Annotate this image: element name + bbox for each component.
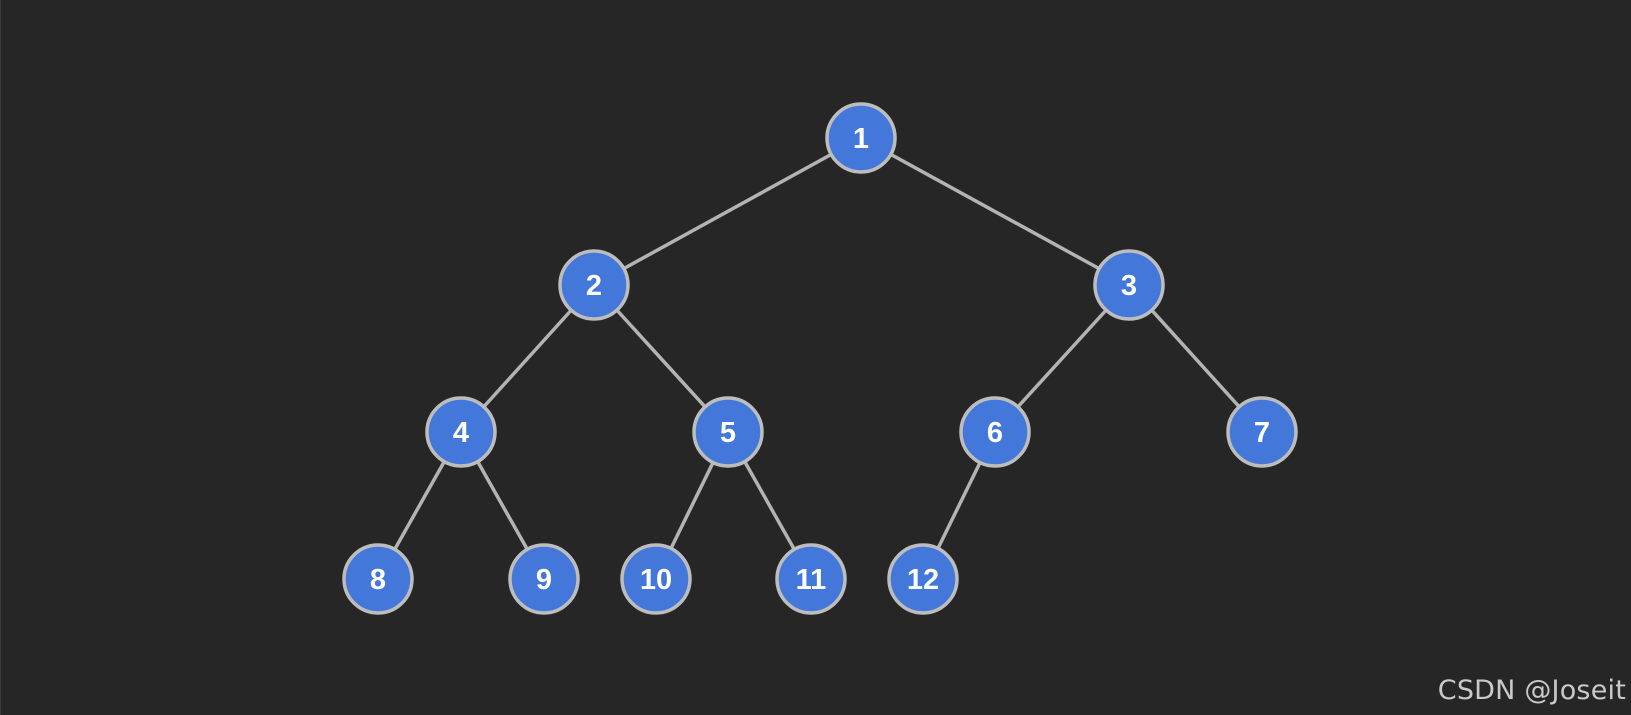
node-circle: [692, 396, 764, 468]
edge-1-3: [859, 136, 1131, 287]
node-label: 12: [907, 564, 939, 596]
node-label: 1: [853, 123, 869, 155]
edge-1-2: [592, 136, 863, 287]
node-circle: [775, 543, 847, 615]
tree-node-12: 12: [887, 543, 959, 615]
node-label: 2: [586, 270, 602, 302]
node-label: 9: [536, 564, 552, 596]
tree-node-2: 2: [558, 249, 630, 321]
node-circle: [558, 249, 630, 321]
tree-node-8: 8: [342, 543, 414, 615]
tree-edges: [376, 136, 1264, 581]
node-circle: [620, 543, 692, 615]
tree-node-11: 11: [775, 543, 847, 615]
node-circle: [508, 543, 580, 615]
tree-node-4: 4: [425, 396, 497, 468]
tree-node-6: 6: [959, 396, 1031, 468]
tree-node-5: 5: [692, 396, 764, 468]
node-circle: [425, 396, 497, 468]
node-label: 10: [640, 564, 672, 596]
tree-node-10: 10: [620, 543, 692, 615]
tree-node-1: 1: [825, 102, 897, 174]
node-circle: [825, 102, 897, 174]
node-label: 4: [453, 417, 469, 449]
watermark: CSDN @Joseit: [1437, 675, 1626, 706]
node-circle: [959, 396, 1031, 468]
node-circle: [1226, 396, 1298, 468]
node-circle: [342, 543, 414, 615]
tree-node-3: 3: [1093, 249, 1165, 321]
node-label: 11: [796, 564, 827, 596]
node-circle: [1093, 249, 1165, 321]
node-label: 8: [370, 564, 386, 596]
node-label: 6: [987, 417, 1003, 449]
node-label: 7: [1254, 417, 1270, 449]
tree-node-7: 7: [1226, 396, 1298, 468]
node-circle: [887, 543, 959, 615]
node-label: 5: [720, 417, 736, 449]
tree-node-9: 9: [508, 543, 580, 615]
node-label: 3: [1121, 270, 1137, 302]
